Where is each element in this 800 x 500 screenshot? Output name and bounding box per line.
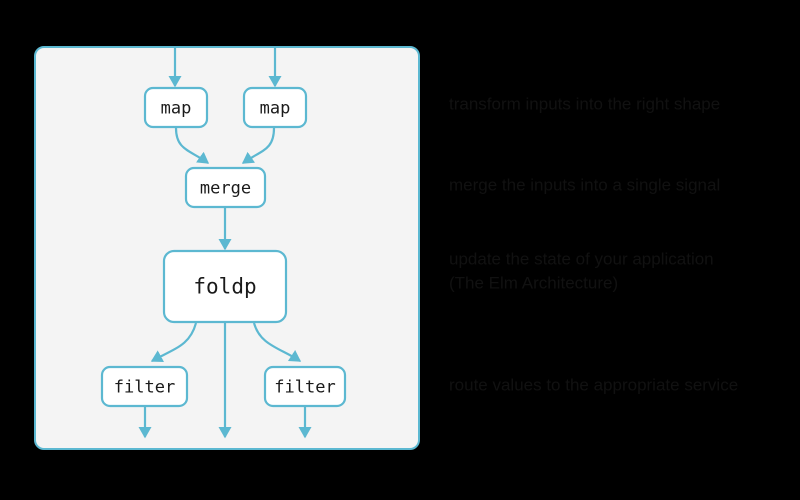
- foldp-to-filter-right: [252, 322, 302, 362]
- annotation-foldp-line-2: (The Elm Architecture): [449, 273, 618, 292]
- node-label-map-right: map: [260, 99, 291, 119]
- node-box-merge: [184, 166, 267, 209]
- map-right-to-merge: [241, 127, 276, 164]
- signal-graph-container: [34, 46, 420, 450]
- foldp-to-filter-left: [150, 322, 198, 362]
- annotation-foldp-line-1: update the state of your application: [449, 249, 714, 268]
- node-foldp[interactable]: foldp: [162, 249, 288, 324]
- map-left-to-merge: [174, 127, 210, 164]
- node-merge[interactable]: merge: [184, 166, 267, 209]
- node-box-map-left: [143, 86, 209, 129]
- node-box-filter-right: [263, 365, 347, 408]
- node-label-foldp: foldp: [193, 275, 256, 299]
- node-layer: map map merge foldp filter filter: [100, 86, 347, 408]
- node-box-foldp: [162, 249, 288, 324]
- node-box-map-right: [242, 86, 308, 129]
- annotation-layer: transform inputs into the right shape mer…: [449, 94, 738, 394]
- node-map-right[interactable]: map: [242, 86, 308, 129]
- node-label-filter-right: filter: [274, 378, 335, 398]
- annotation-transform: transform inputs into the right shape: [449, 94, 720, 113]
- node-label-filter-left: filter: [114, 378, 175, 398]
- node-label-merge: merge: [200, 179, 251, 199]
- node-filter-left[interactable]: filter: [100, 365, 189, 408]
- node-filter-right[interactable]: filter: [263, 365, 347, 408]
- node-box-filter-left: [100, 365, 189, 408]
- annotation-filter: route values to the appropriate service: [449, 375, 738, 394]
- node-label-map-left: map: [161, 99, 192, 119]
- node-map-left[interactable]: map: [143, 86, 209, 129]
- annotation-merge: merge the inputs into a single signal: [449, 175, 720, 194]
- edge-layer: [138, 47, 312, 439]
